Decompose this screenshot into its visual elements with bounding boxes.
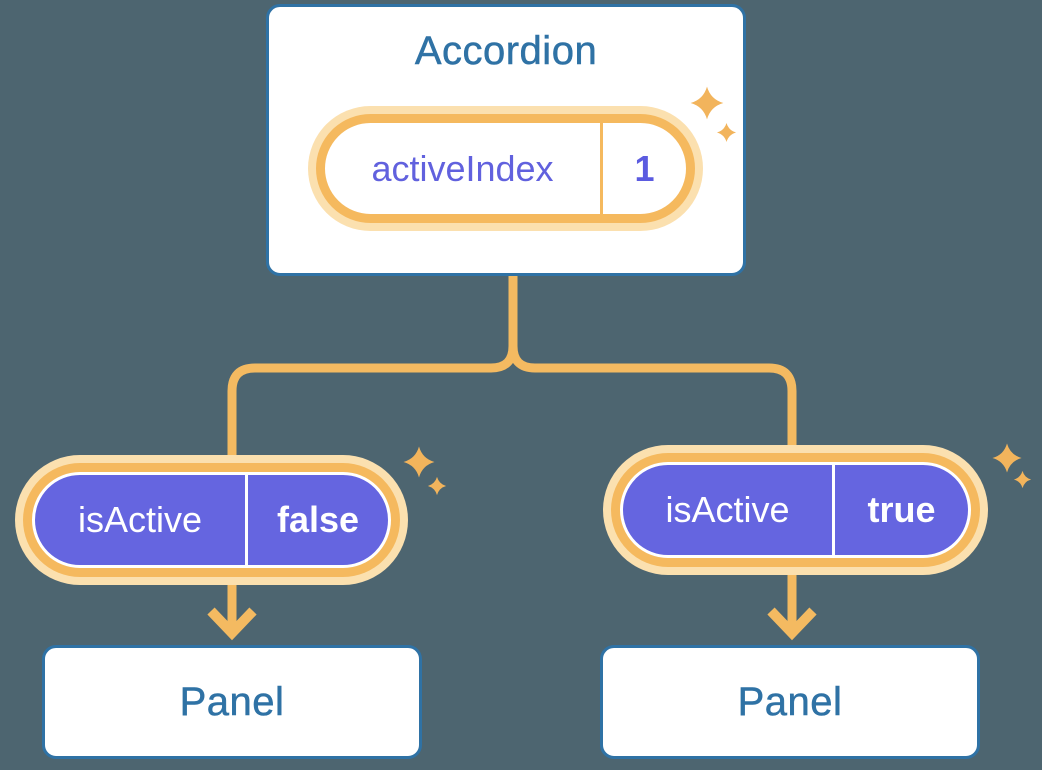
prop-pill-isactive-true: isActive true	[620, 462, 971, 558]
sparkle-icon	[427, 476, 447, 496]
panel-component-box-left: Panel	[42, 645, 422, 759]
active-index-state-pill: activeIndex 1	[316, 114, 695, 223]
pill-divider	[600, 123, 603, 214]
pill-divider	[832, 465, 835, 555]
arrow-head-right-icon	[767, 607, 817, 641]
prop-value: true	[867, 489, 936, 530]
pill-divider	[245, 475, 248, 565]
connector-branch-left	[227, 270, 518, 468]
sparkle-icon	[403, 446, 435, 478]
sparkle-icon	[1013, 470, 1032, 489]
panel-title: Panel	[179, 679, 285, 724]
sparkle-icon	[716, 122, 737, 143]
sparkle-icon	[992, 443, 1022, 473]
accordion-component-box: Accordion activeIndex 1	[266, 4, 746, 276]
prop-pill-isactive-false: isActive false	[32, 472, 391, 568]
panel-component-box-right: Panel	[600, 645, 980, 759]
state-label: activeIndex	[371, 147, 554, 189]
prop-value: false	[276, 499, 360, 540]
prop-label: isActive	[77, 499, 203, 540]
accordion-title: Accordion	[414, 29, 598, 74]
connector-branch-right	[508, 270, 797, 460]
sparkle-icon	[690, 86, 724, 120]
panel-title: Panel	[737, 679, 843, 724]
arrow-head-left-icon	[207, 607, 257, 641]
state-value: 1	[634, 147, 655, 189]
prop-label: isActive	[665, 489, 790, 530]
